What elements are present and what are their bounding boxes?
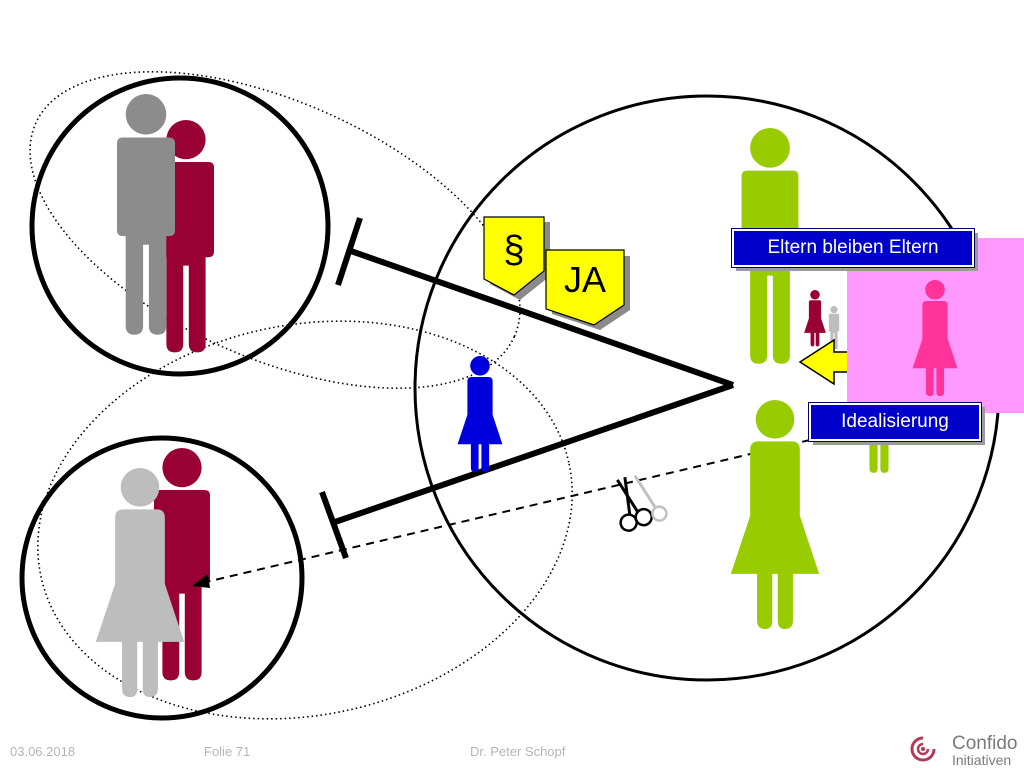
dashed-arrow-head (192, 574, 210, 588)
blue-child-figure (457, 356, 503, 473)
green-woman-figure (730, 400, 820, 630)
dashed-arrow-line (205, 439, 811, 583)
logo-line1: Confido (952, 733, 1018, 754)
footer-slide-number: Folie 71 (204, 744, 251, 759)
gray-man-figure (117, 94, 175, 335)
paragraph-tag: § (483, 216, 550, 300)
confido-logo-icon (910, 736, 936, 762)
line-to-top (347, 247, 734, 388)
idealisierung-label: Idealisierung (808, 402, 982, 442)
parents-circle-bottom (19, 435, 305, 721)
logo-line2: Initiativen (952, 752, 1012, 768)
ja-tag: JA (545, 249, 630, 330)
footer-date: 03.06.2018 (10, 744, 76, 759)
parents-circle-top (29, 75, 331, 377)
dotted-ellipse-upper (29, 70, 521, 390)
t-bar-top (335, 217, 363, 286)
t-bar-bottom (319, 490, 349, 560)
line-to-bottom (334, 382, 734, 525)
eltern-bleiben-eltern-label: Eltern bleiben Eltern (731, 228, 975, 268)
scissors-icon (616, 474, 668, 532)
small-maroon-figure (804, 290, 826, 347)
ja-tag-text: JA (564, 259, 606, 300)
dotted-ellipse-lower (37, 320, 573, 720)
footer-author: Dr. Peter Schopf (470, 744, 566, 759)
paragraph-tag-text: § (503, 229, 524, 271)
